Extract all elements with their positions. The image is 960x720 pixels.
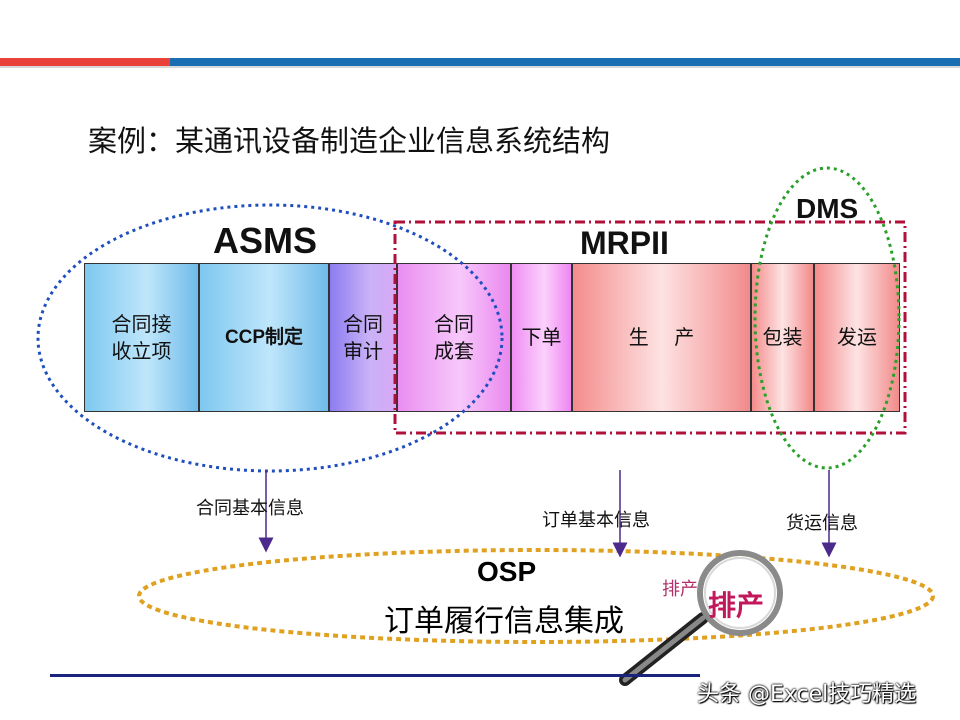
- dms-boundary: [753, 166, 901, 470]
- order-info-label: 订单基本信息: [542, 510, 650, 531]
- process-label-line1: 发运: [837, 325, 877, 349]
- process-label-line1: CCP制定: [224, 326, 304, 348]
- process-label-line2: 审计: [343, 338, 383, 363]
- process-box-place-order: 下单: [511, 263, 572, 412]
- process-box-production: 生 产: [572, 263, 751, 412]
- process-label-line1: 合同: [434, 311, 474, 336]
- process-label-line1: 合同: [343, 311, 383, 336]
- asms-boundary: [36, 203, 504, 473]
- magnifier-small-text: 排产: [662, 579, 698, 600]
- process-box-packaging: 包装: [751, 263, 814, 412]
- shipping-info-label: 货运信息: [786, 513, 858, 534]
- magnifier-icon: [619, 550, 783, 686]
- process-label-line1: 包装: [762, 325, 803, 349]
- asms-label: ASMS: [213, 220, 318, 261]
- process-box-shipping: 发运: [814, 263, 900, 412]
- process-box-contract-kitting: 合同成套: [397, 263, 511, 412]
- process-label-line1: 生 产: [628, 325, 695, 349]
- osp-boundary: [137, 548, 935, 644]
- footer-divider: [50, 674, 700, 677]
- process-label-line1: 下单: [521, 325, 562, 349]
- process-box-contract-intake: 合同接收立项: [84, 263, 199, 412]
- watermark: 头条 @Excel技巧精选: [697, 682, 917, 707]
- process-label-line2: 成套: [434, 338, 474, 363]
- process-box-contract-audit: 合同审计: [329, 263, 397, 412]
- process-label-line2: 收立项: [111, 338, 172, 363]
- mrpii-boundary: [393, 220, 907, 435]
- dms-label: DMS: [796, 193, 859, 224]
- mrpii-label: MRPII: [580, 225, 669, 261]
- header-bar-shadow: [0, 66, 960, 68]
- page-title: 案例：某通讯设备制造企业信息系统结构: [88, 124, 611, 158]
- osp-title: OSP: [477, 556, 537, 587]
- process-box-ccp: CCP制定: [199, 263, 329, 412]
- magnifier-zoomed-text: 排产: [708, 589, 765, 622]
- header-bar-red: [0, 58, 170, 66]
- header-bar-blue: [170, 58, 960, 66]
- contract-info-label: 合同基本信息: [196, 498, 304, 519]
- process-label-line1: 合同接: [111, 311, 172, 336]
- osp-subtitle: 订单履行信息集成: [384, 604, 624, 639]
